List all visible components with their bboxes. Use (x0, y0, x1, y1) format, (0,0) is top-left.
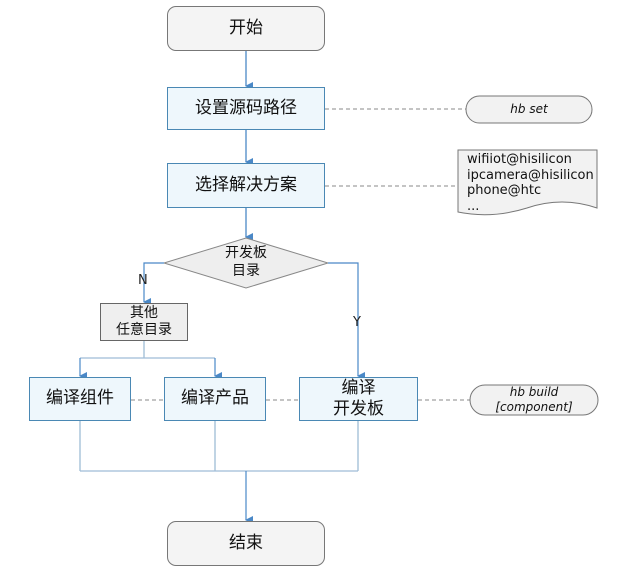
pill-shape-build (469, 384, 599, 416)
select-solution-node: 选择解决方案 (167, 163, 325, 208)
build-board-node: 编译 开发板 (299, 377, 418, 421)
arrow-yes-branch (328, 262, 365, 380)
command-build-line1: hb build (509, 385, 559, 399)
pill-shape-set (465, 95, 593, 124)
build-board-line2: 开发板 (333, 399, 384, 419)
solution-item: ipcamera@hisilicon (467, 167, 594, 183)
document-shape (457, 149, 598, 216)
command-build-line2: [component] (495, 400, 573, 414)
other-dir-line1: 其他 (130, 304, 158, 321)
yes-label: Y (353, 315, 361, 330)
other-directory-node: 其他 任意目录 (100, 303, 188, 341)
solution-item: wifiiot@hisilicon (467, 152, 572, 167)
start-node: 开始 (167, 6, 325, 51)
command-set: hb set (510, 102, 548, 116)
solution-list: wifiiot@hisilicon ipcamera@hisilicon pho… (467, 152, 594, 214)
build-component-node: 编译组件 (29, 377, 131, 421)
solution-item: ... (467, 198, 480, 214)
decision-line2: 目录 (232, 263, 260, 280)
solution-item: phone@htc (467, 183, 542, 199)
build-product-node: 编译产品 (164, 377, 266, 421)
other-dir-line2: 任意目录 (116, 322, 172, 338)
arrow-no-branch (143, 262, 164, 306)
decision-label: 开发板 目录 (206, 244, 286, 280)
command-build: hb build [component] (470, 385, 598, 415)
end-node: 结束 (167, 521, 325, 566)
build-board-line1: 编译 (341, 377, 376, 398)
no-label: N (138, 273, 148, 288)
set-source-path-node: 设置源码路径 (167, 87, 325, 130)
decision-line1: 开发板 (225, 245, 267, 261)
decision-diamond (162, 237, 330, 289)
